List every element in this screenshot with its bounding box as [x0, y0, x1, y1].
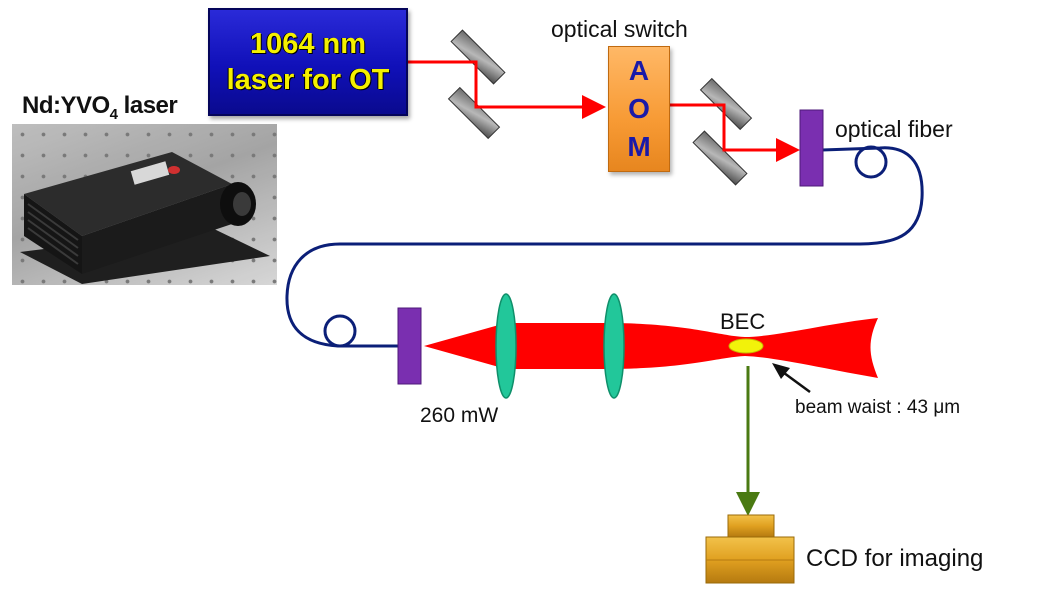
power-label: 260 mW — [420, 404, 499, 427]
photo-laser-side — [24, 194, 82, 274]
aom-letter-m: M — [627, 131, 651, 162]
laser-beam-to-aom — [408, 60, 606, 119]
mirror-3 — [699, 77, 753, 131]
mirror-4 — [692, 130, 748, 186]
beam-waist-label: beam waist : 43 μm — [795, 397, 961, 418]
optical-switch-label: optical switch — [551, 16, 688, 42]
lens-2 — [603, 293, 625, 399]
trap-beam — [424, 318, 878, 378]
bec-label: BEC — [720, 309, 766, 334]
aom-letter-o: O — [628, 93, 650, 124]
laser-photo-title-suffix: laser — [117, 92, 178, 119]
photo-laser-label — [130, 161, 170, 185]
laser-photo-title: Nd:YVO4 laser — [22, 92, 178, 123]
laser-photo-title-main: Nd:YVO — [22, 92, 110, 119]
bec-cloud — [728, 338, 764, 354]
laser-photo-drawing — [12, 124, 277, 285]
optical-fiber — [285, 146, 924, 348]
laser-line-1: 1064 nm — [249, 28, 367, 60]
laser-source-box: 1064 nm laser for OT — [208, 8, 408, 116]
fiber-coupler-input — [799, 109, 824, 187]
photo-laser-indicator — [168, 166, 180, 174]
mirror-2 — [447, 86, 501, 140]
aom-letter-a: A — [628, 55, 650, 86]
laser-photo-title-subscript: 4 — [109, 105, 118, 123]
photo-laser-aperture-inner — [233, 192, 251, 216]
ccd-camera-lens — [727, 514, 775, 538]
laser-beam-to-fiber — [670, 103, 800, 162]
photo-laser-fins — [27, 203, 79, 265]
aom-box: A O M — [608, 46, 670, 172]
fiber-loop-top — [854, 145, 888, 179]
fiber-loop-bottom — [323, 314, 357, 348]
photo-laser-front — [82, 184, 232, 274]
nd-yvo4-laser-photo — [12, 124, 277, 285]
photo-laser-top — [24, 152, 232, 236]
lens-1 — [495, 293, 517, 399]
fiber-coupler-output — [397, 307, 422, 385]
optical-fiber-label: optical fiber — [835, 116, 953, 142]
waist-pointer-head — [772, 363, 790, 379]
mirror-1 — [450, 29, 506, 85]
ccd-label: CCD for imaging — [806, 545, 984, 572]
laser-line-2: laser for OT — [226, 64, 390, 96]
